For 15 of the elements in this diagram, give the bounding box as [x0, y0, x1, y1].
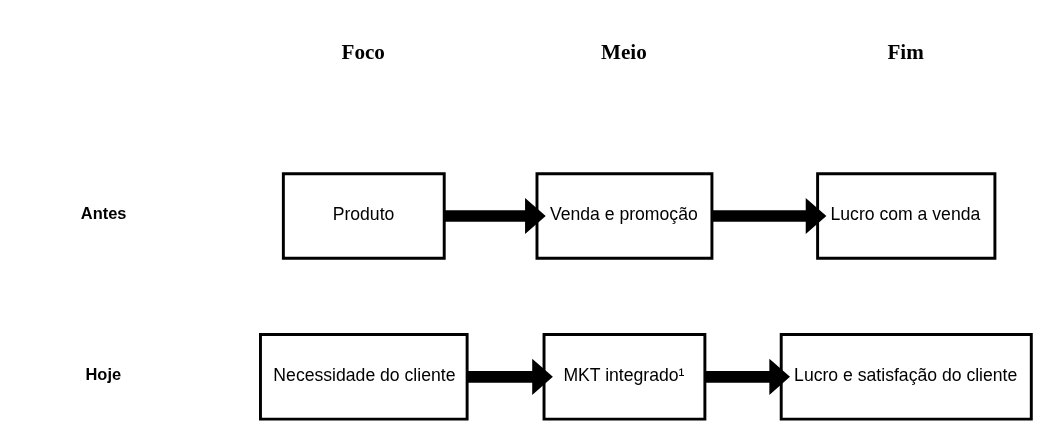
label: Fim	[887, 40, 924, 65]
arrow	[711, 197, 827, 235]
node-box: MKT integrado¹	[542, 333, 707, 421]
node-box: Produto	[281, 172, 446, 260]
label: Hoje	[85, 365, 122, 384]
node-box: Lucro e satisfação do cliente	[779, 333, 1033, 421]
arrow	[467, 358, 553, 395]
arrow	[705, 358, 790, 395]
node-box: Lucro com a venda	[816, 172, 997, 260]
arrow	[444, 197, 546, 235]
label: Foco	[341, 40, 385, 65]
label: Antes	[80, 204, 127, 223]
node-box: Necessidade do cliente	[259, 333, 469, 421]
label: Meio	[600, 40, 647, 65]
node-box: Venda e promoção	[535, 172, 714, 260]
